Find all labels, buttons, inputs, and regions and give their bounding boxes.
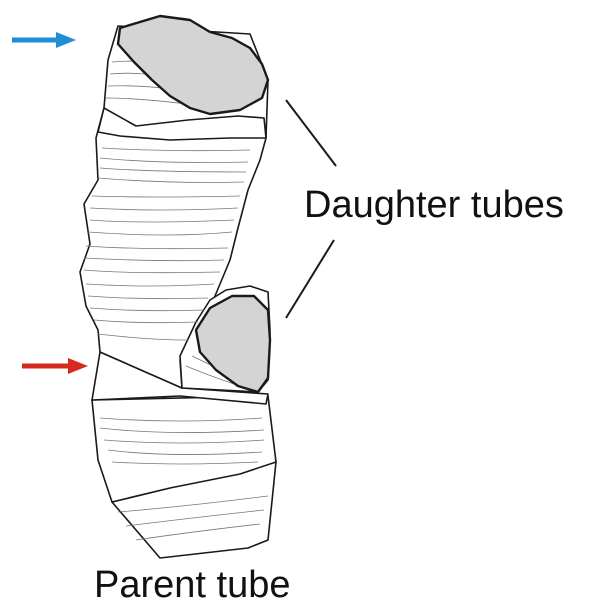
parent-tube-label: Parent tube [94,566,290,604]
arrow-right-icon [12,32,76,48]
leader-line-upper [286,100,336,166]
leader-line-lower [286,240,334,318]
arrow-right-icon [22,358,88,374]
daughter-tubes-label: Daughter tubes [304,186,564,224]
